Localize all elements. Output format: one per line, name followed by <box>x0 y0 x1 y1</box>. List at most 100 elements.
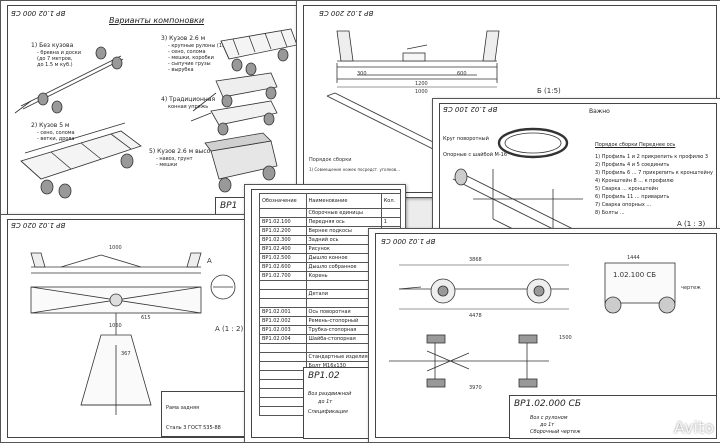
table-cell <box>380 208 402 218</box>
dim-label: 1060 <box>109 323 122 329</box>
section-label: А (1 : 3) <box>677 220 706 228</box>
variant-3-line: - мешки, коробки <box>168 55 214 61</box>
assembly-note: 1) Совмещение ножек посредст. уголков... <box>309 167 400 172</box>
variant-5-line: - навоз, грунт <box>156 156 193 162</box>
assembly-drawing: 3868 1444 4478 1500 3970 1.02.100 СБ чер… <box>389 255 701 391</box>
dim-label: 1200 <box>415 81 428 87</box>
table-cell: ВР1.02.600 <box>259 262 307 272</box>
avito-watermark: Avito <box>674 418 714 437</box>
variant-2-label: 2) Кузов 5 м <box>31 122 70 129</box>
dim-label: 1444 <box>627 255 640 261</box>
dim-label: 1500 <box>559 335 572 341</box>
assembly-title: Порядок сборки <box>309 157 351 163</box>
dim-label: 615 <box>141 315 151 321</box>
section-label: А (1 : 2) <box>215 325 243 333</box>
instruction-line: 5) Сварка ... кронштейн <box>595 186 659 192</box>
table-cell <box>259 406 307 416</box>
title-block: ВР1.02.000 СБ Воз с рулоном до 1т Сбороч… <box>509 395 717 439</box>
table-cell: ВР1.02.200 <box>259 226 307 236</box>
table-cell: 1 <box>380 217 402 227</box>
variant-3-line: - крупные рулоны (1.25м) <box>168 43 236 49</box>
dim-label: 4478 <box>469 313 482 319</box>
dim-label: 367 <box>121 351 131 357</box>
variant-4-line: конная упряжь <box>168 104 209 110</box>
table-cell <box>259 289 307 299</box>
variant-5-line: - мешки <box>156 162 178 168</box>
variant-3-label: 3) Кузов 2.6 м <box>161 35 206 42</box>
dim-label: 1000 <box>415 89 428 95</box>
stamp-title: до 1т <box>318 399 333 405</box>
table-cell <box>259 298 307 308</box>
variant-3-line: - сено, солома <box>168 49 206 55</box>
variant-3-line: - вырубка <box>168 67 194 73</box>
stamp-title: Воз раздвижной <box>308 391 352 397</box>
variant-1-line: - бревна и доски <box>37 50 81 56</box>
table-cell: ВР1.02.004 <box>259 334 307 344</box>
frame-drawing: 1200 1000 300 600 Б (1:5) Порядок сборки… <box>309 30 561 172</box>
variant-2-line: - ветки, дрова <box>37 136 75 142</box>
table-cell: Сборочные единицы <box>305 208 382 218</box>
variant-5-label: 5) Кузов 2.6 м высокий <box>149 148 222 155</box>
stamp-code: ВР1.02 <box>308 371 340 381</box>
table-cell <box>259 370 307 380</box>
table-cell <box>259 379 307 389</box>
drawing-sheet-rear-frame: ВР 1.02 020 СБ 1000 1060 615 367 А <box>0 214 274 443</box>
stamp-code: ВР1.02.000 СБ <box>514 399 581 409</box>
stamp-title: Сборочный чертеж <box>530 429 581 435</box>
table-cell <box>259 361 307 371</box>
notes-title: Важно <box>589 108 610 115</box>
table-cell <box>259 397 307 407</box>
instruction-line: 4) Кронштейн 8 ... к профилю <box>595 178 674 184</box>
table-row: Сборочные единицы <box>259 208 402 218</box>
table-cell <box>259 352 307 362</box>
dim-label: 1000 <box>109 245 122 251</box>
column-header: Кол. <box>380 193 402 209</box>
variant-2-line: - сено, солома <box>37 130 75 136</box>
dim-label: 600 <box>457 71 467 77</box>
variant-1-line: (до 7 метров, <box>37 56 73 62</box>
column-header: Наименование <box>305 193 382 209</box>
dim-label: 3970 <box>469 385 482 391</box>
table-cell <box>259 388 307 398</box>
dim-label: 3868 <box>469 257 482 263</box>
column-header: Обозначение <box>259 193 307 209</box>
table-cell <box>259 280 307 290</box>
part-label: Опорные с шайбой М-16 <box>443 152 508 158</box>
table-cell: ВР1.02.400 <box>259 244 307 254</box>
section-marker: А <box>207 257 212 265</box>
instruction-line: 7) Сварка опорных ... <box>595 202 652 208</box>
table-cell: ВР1.02.002 <box>259 316 307 326</box>
stamp-title: Спецификация <box>308 409 348 415</box>
table-header: Обозначение Наименование Кол. <box>259 193 402 209</box>
instruction-line: 3) Профиль 6 ... 7 прикрепить к кронштей… <box>595 170 713 176</box>
table-cell: Передняя ось <box>305 217 382 227</box>
stamp-material: Сталь 3 ГОСТ 535-88 <box>166 425 221 431</box>
variant-3-line: - сыпучие грузы <box>168 61 211 67</box>
variant-1-line: до 1.5 м куб.) <box>37 62 73 68</box>
rear-frame-drawing: 1000 1060 615 367 А А (1 : 2) <box>30 245 243 415</box>
table-cell: ВР1.02.700 <box>259 271 307 281</box>
table-cell: ВР1.02.001 <box>259 307 307 317</box>
sheet-title: Варианты компоновки <box>109 16 205 25</box>
sheet-label-fragment: чертеж <box>681 285 701 291</box>
variant-4-label: 4) Традиционная <box>161 96 216 103</box>
table-cell <box>259 343 307 353</box>
instruction-line: 2) Профиль 4 и 5 соединить <box>595 162 670 168</box>
table-cell: ВР1.02.100 <box>259 217 307 227</box>
table-cell <box>259 208 307 218</box>
section-label: Б (1:5) <box>537 87 561 95</box>
table-cell: ВР1.02.500 <box>259 253 307 263</box>
stamp-title: до 1т <box>540 422 555 428</box>
variant-1-label: 1) Без кузова <box>31 42 74 49</box>
trailer-sketches <box>14 28 298 199</box>
table-cell: ВР1.02.300 <box>259 235 307 245</box>
instructions-title: Порядок сборки Переднее ось <box>595 142 676 148</box>
instruction-line: 8) Болты ... <box>595 210 625 216</box>
sheet-code-fragment: 1.02.100 СБ <box>613 271 656 279</box>
dim-label: 300 <box>357 71 367 77</box>
stamp-title: Рама задняя <box>166 405 199 411</box>
stamp-code: ВР1 <box>220 201 238 211</box>
stamp-title: Воз с рулоном <box>530 415 568 421</box>
instruction-line: 6) Профиль 11 ... приварить <box>595 194 670 200</box>
